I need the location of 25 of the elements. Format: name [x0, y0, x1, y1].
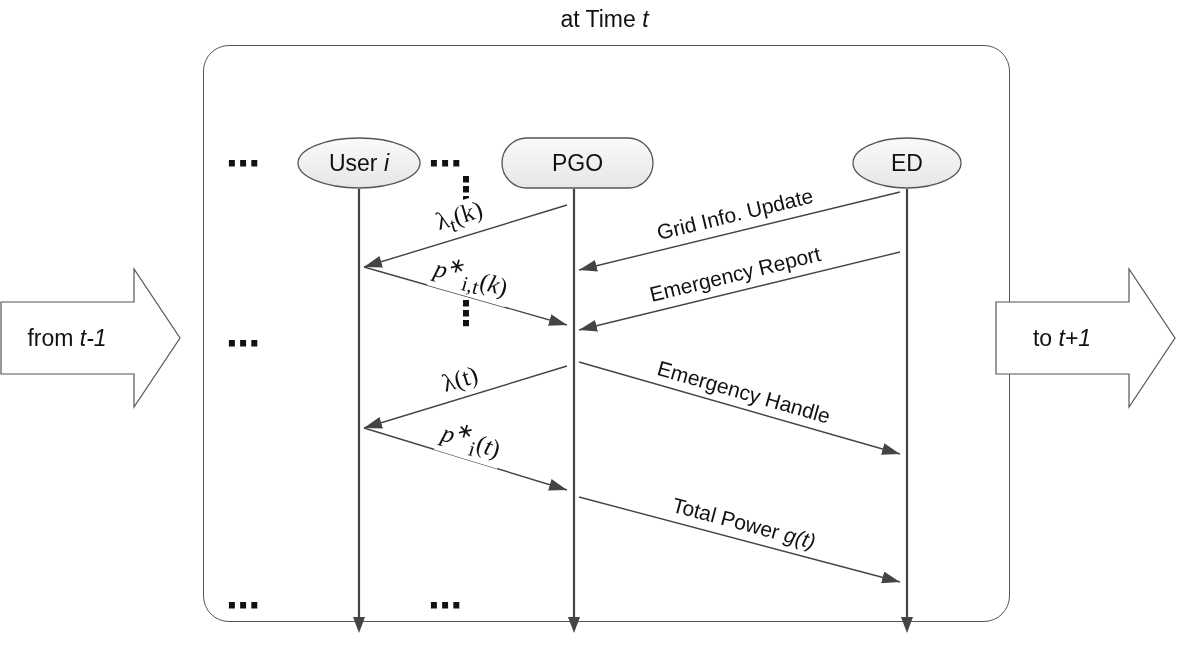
- block-arrow: [0, 268, 182, 408]
- lifeline-arrow: [901, 189, 913, 633]
- actor-ellipse: [297, 137, 421, 189]
- message-arrow: [363, 204, 568, 268]
- ellipsis-mark: ⋯: [226, 588, 260, 622]
- ellipsis-mark: ⋯: [226, 326, 260, 360]
- ellipsis-mark: ⋯: [428, 588, 462, 622]
- node-label: to t+1: [1031, 324, 1093, 353]
- lifeline-arrow: [568, 189, 580, 633]
- node-label: User i: [327, 149, 391, 178]
- ellipsis-mark: ⋯: [226, 146, 260, 180]
- diagram-title: at Time t: [559, 6, 651, 33]
- node-label: ED: [890, 149, 924, 178]
- ellipsis-mark: ⋯: [428, 146, 462, 180]
- lifeline-arrow: [353, 189, 365, 633]
- message-arrow: [363, 365, 568, 429]
- block-arrow: [995, 268, 1177, 408]
- message-arrow: [578, 496, 901, 584]
- node-label: PGO: [550, 149, 605, 178]
- message-arrow: [578, 361, 901, 455]
- actor-ellipse: [852, 137, 962, 189]
- actor-pill: [501, 137, 654, 189]
- node-label: from t-1: [26, 324, 108, 353]
- message-arrow: [578, 191, 901, 272]
- message-arrow: [578, 251, 901, 332]
